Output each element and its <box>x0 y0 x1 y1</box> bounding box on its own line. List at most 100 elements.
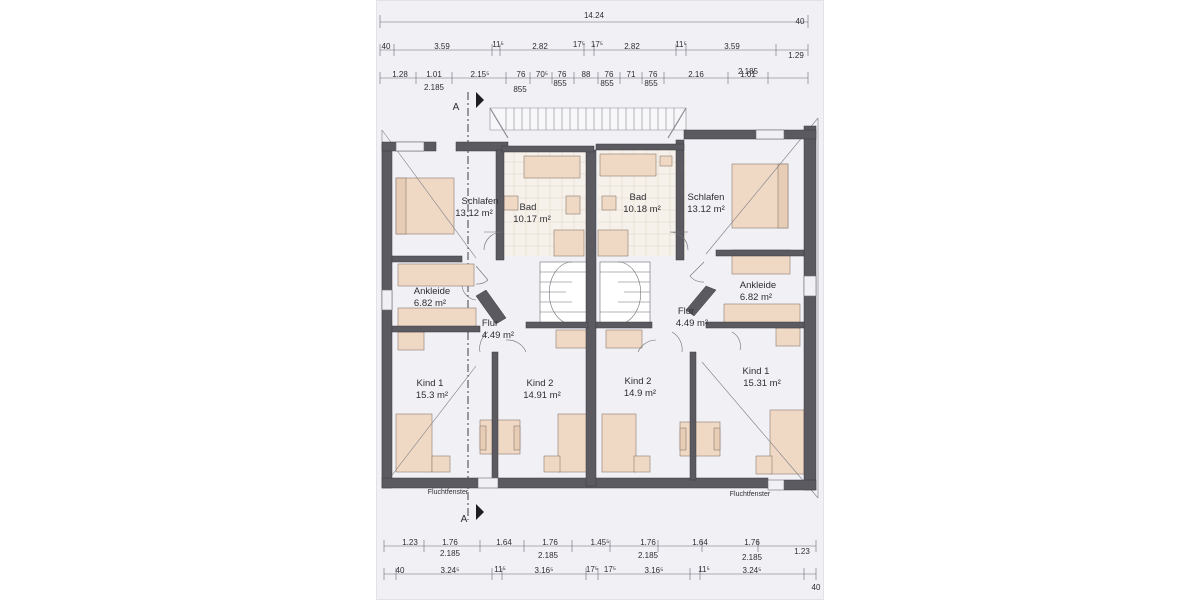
dim-bottom-r2: 40 <box>812 583 821 592</box>
room-schlafen-right-area: 13.12 m² <box>687 204 725 215</box>
dim-top-r1: 2.82 <box>624 42 640 51</box>
dim-top-total: 14.24 <box>584 11 605 20</box>
dim-top-r2: 76 <box>558 70 567 79</box>
dim-top-r2: 70⁵ <box>536 70 548 79</box>
room-kind1-left-area: 15.3 m² <box>416 390 448 401</box>
dim-bottom-r2: 3.16⁵ <box>645 566 664 575</box>
dim-bottom-r1: 1.76 <box>640 538 656 547</box>
room-ankleide-right-area: 6.82 m² <box>740 292 772 303</box>
dim-top-r2-sub: 2.185 <box>424 83 445 92</box>
walls <box>381 125 817 491</box>
dim-top-r2: 76 <box>649 70 658 79</box>
room-ankleide-right-name: Ankleide <box>740 280 776 291</box>
room-schlafen-left-area: 13.12 m² <box>455 208 493 219</box>
nightstand-icon <box>755 455 773 475</box>
bottom-dimension-lines <box>383 540 817 580</box>
dim-top-r2-sub: 2.185 <box>738 67 759 76</box>
dim-bottom-r1: 1.64 <box>496 538 512 547</box>
room-flur-left-area: 4.49 m² <box>482 330 514 341</box>
room-kind1-left-name: Kind 1 <box>417 378 444 389</box>
dim-top-r2: 1.28 <box>392 70 408 79</box>
dim-bottom-r1-sub: 2.185 <box>538 551 559 560</box>
room-bad-right-name: Bad <box>630 192 647 203</box>
dim-top-r2: 2.16 <box>688 70 704 79</box>
plan-sheet: 14.24 40 40 3.59 11⁵ 2.82 17⁵ 17⁵ 2.82 1… <box>376 0 824 600</box>
windows <box>381 129 817 491</box>
nightstand-icon <box>431 455 451 473</box>
dim-top-r1: 3.59 <box>434 42 450 51</box>
dim-bottom-r2: 3.16⁵ <box>535 566 554 575</box>
dim-top-r2-sub: 855 <box>553 79 567 88</box>
bed-icon <box>557 413 589 473</box>
desk-icon <box>605 329 643 349</box>
desk-icon <box>555 329 591 349</box>
bathtub-icon <box>599 153 657 177</box>
dim-bottom-r1-sub: 2.185 <box>440 549 461 558</box>
shower-icon <box>597 229 629 257</box>
wardrobe-icon <box>723 303 801 325</box>
dim-bottom-r1-sub: 2.185 <box>742 553 763 562</box>
room-schlafen-right-name: Schlafen <box>688 192 725 203</box>
dim-top-r2-sub: 855 <box>644 79 658 88</box>
dim-bottom-r1: 1.76 <box>744 538 760 547</box>
desk-icon <box>397 331 425 351</box>
dim-top-r2-sub: 855 <box>600 79 614 88</box>
room-ankleide-left-name: Ankleide <box>414 286 450 297</box>
room-bad-right-area: 10.18 m² <box>623 204 661 215</box>
dim-top-r1: 17⁵ <box>591 40 603 49</box>
desk-icon <box>775 327 801 347</box>
toilet-icon <box>601 195 617 211</box>
room-kind1-right-area: 15.31 m² <box>743 378 781 389</box>
section-label-top: A <box>453 102 460 113</box>
dim-top-r2: 1.01 <box>426 70 442 79</box>
wardrobe-icon <box>397 263 475 287</box>
toilet-icon <box>503 195 519 211</box>
room-kind2-right-name: Kind 2 <box>625 376 652 387</box>
doors <box>461 231 741 353</box>
table-icon <box>479 419 521 455</box>
room-kind2-left-area: 14.91 m² <box>523 390 561 401</box>
dim-bottom-r1: 1.64 <box>692 538 708 547</box>
nightstand-icon <box>543 455 561 473</box>
escape-window-note-right: Fluchtfenster <box>730 491 771 498</box>
dim-bottom-r2: 11⁵ <box>698 565 710 574</box>
dim-top-r2: 2.15⁵ <box>471 70 490 79</box>
bed-icon <box>769 409 805 475</box>
room-flur-left-name: Flur <box>482 318 498 329</box>
dim-bottom-r1: 1.76 <box>442 538 458 547</box>
section-arrow-bottom-icon <box>476 504 484 520</box>
dim-top-r1: 17⁵ <box>573 40 585 49</box>
dim-bottom-r2: 3.24⁵ <box>441 566 460 575</box>
dim-top-r1: 11⁵ <box>675 40 687 49</box>
stairs <box>539 261 651 325</box>
bathtub-icon <box>523 155 581 179</box>
bed-icon <box>601 413 637 473</box>
room-ankleide-left-area: 6.82 m² <box>414 298 446 309</box>
dim-top-r2: 76 <box>605 70 614 79</box>
dim-bottom-r2: 40 <box>396 566 405 575</box>
dim-bottom-r2: 17⁵ <box>604 565 616 574</box>
dim-bottom-r2: 17⁵ <box>586 565 598 574</box>
room-kind2-right-area: 14.9 m² <box>624 388 656 399</box>
room-labels-left: Schlafen 13.12 m² Bad 10.17 m² Ankleide … <box>414 196 561 401</box>
section-label-bottom: A <box>461 514 468 525</box>
dim-bottom-r1: 1.76 <box>542 538 558 547</box>
section-line: A A <box>453 92 484 525</box>
bed-icon <box>395 413 433 473</box>
room-kind1-right-name: Kind 1 <box>743 366 770 377</box>
shower-icon <box>553 229 585 257</box>
dim-top-r1: 1.29 <box>788 51 804 60</box>
nightstand-icon <box>633 455 651 473</box>
room-bad-left-area: 10.17 m² <box>513 214 551 225</box>
dim-bottom-r1: 1.23 <box>794 547 810 556</box>
dim-top-r2-sub: 855 <box>513 85 527 94</box>
room-flur-right-area: 4.49 m² <box>676 318 708 329</box>
furniture-left <box>395 155 591 473</box>
room-schlafen-left-name: Schlafen <box>462 196 499 207</box>
dim-top-r1: 11⁵ <box>492 40 504 49</box>
bottom-dimension-labels: 1.23 1.76 1.64 1.76 1.45⁵ 1.76 1.64 1.76… <box>396 538 821 592</box>
dim-top-r1: 40 <box>382 42 391 51</box>
room-flur-right-name: Flur <box>678 306 694 317</box>
dim-top-r1: 2.82 <box>532 42 548 51</box>
dim-bottom-r1: 1.45⁵ <box>591 538 610 547</box>
